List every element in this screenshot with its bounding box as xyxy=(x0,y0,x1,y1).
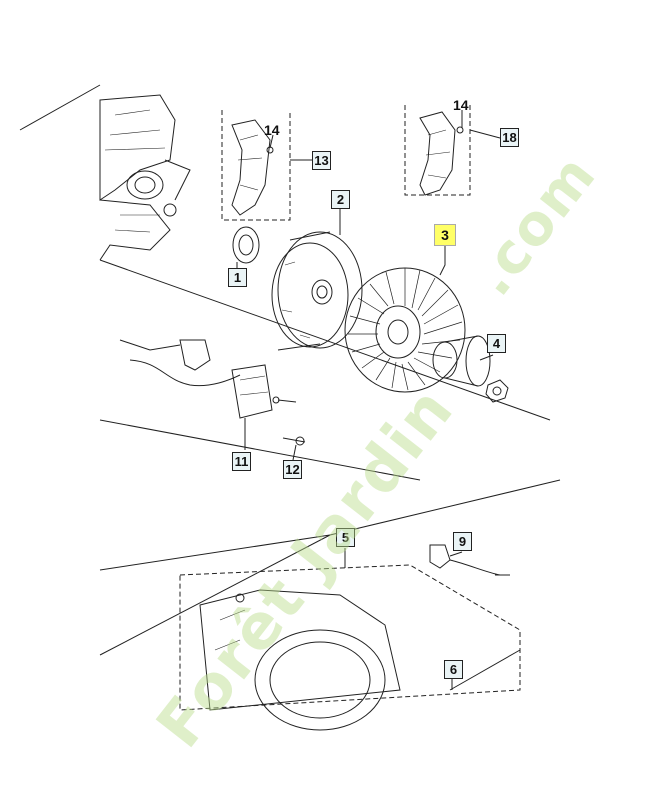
nut xyxy=(485,379,509,403)
guide-line-lower xyxy=(99,479,561,571)
guide-line-right xyxy=(449,649,521,691)
flywheel-2 xyxy=(271,231,363,351)
callout-1[interactable]: 1 xyxy=(228,268,247,287)
callout-6[interactable]: 6 xyxy=(444,660,463,679)
fan-housing-5 xyxy=(179,564,521,731)
callout-14-right[interactable]: 14 xyxy=(453,97,469,113)
callout-3[interactable]: 3 xyxy=(434,224,456,246)
leader-12 xyxy=(292,444,297,461)
callout-12[interactable]: 12 xyxy=(283,460,302,479)
seal-ring-1 xyxy=(232,226,260,264)
callout-5[interactable]: 5 xyxy=(336,528,355,547)
cup-4 xyxy=(432,335,491,387)
callout-11[interactable]: 11 xyxy=(232,452,251,471)
fan-3 xyxy=(344,267,466,393)
callout-2[interactable]: 2 xyxy=(331,190,350,209)
leader-18 xyxy=(469,129,501,139)
callout-18[interactable]: 18 xyxy=(500,128,519,147)
screw-b xyxy=(282,437,306,443)
callout-14-left[interactable]: 14 xyxy=(264,122,280,138)
callout-13[interactable]: 13 xyxy=(312,151,331,170)
leader-4 xyxy=(479,354,494,361)
sensor-9 xyxy=(429,544,510,576)
guide-line-top-left xyxy=(19,84,101,131)
ignition-module-11 xyxy=(119,339,273,419)
bracket-18-drawing xyxy=(419,111,464,196)
leader-3 xyxy=(439,245,446,276)
callout-9[interactable]: 9 xyxy=(453,532,472,551)
guide-line-mid xyxy=(99,419,421,481)
leader-9 xyxy=(449,551,463,557)
screw-a xyxy=(277,399,297,403)
bracket-13-drawing xyxy=(231,119,274,216)
callout-4[interactable]: 4 xyxy=(487,334,506,353)
bracket-18-frame xyxy=(404,105,471,196)
bracket-13-frame xyxy=(221,110,291,221)
leader-14a xyxy=(269,134,274,149)
crankcase-drawing xyxy=(99,94,191,261)
guide-line-bottom xyxy=(99,534,331,656)
guide-line-upper xyxy=(99,259,551,421)
